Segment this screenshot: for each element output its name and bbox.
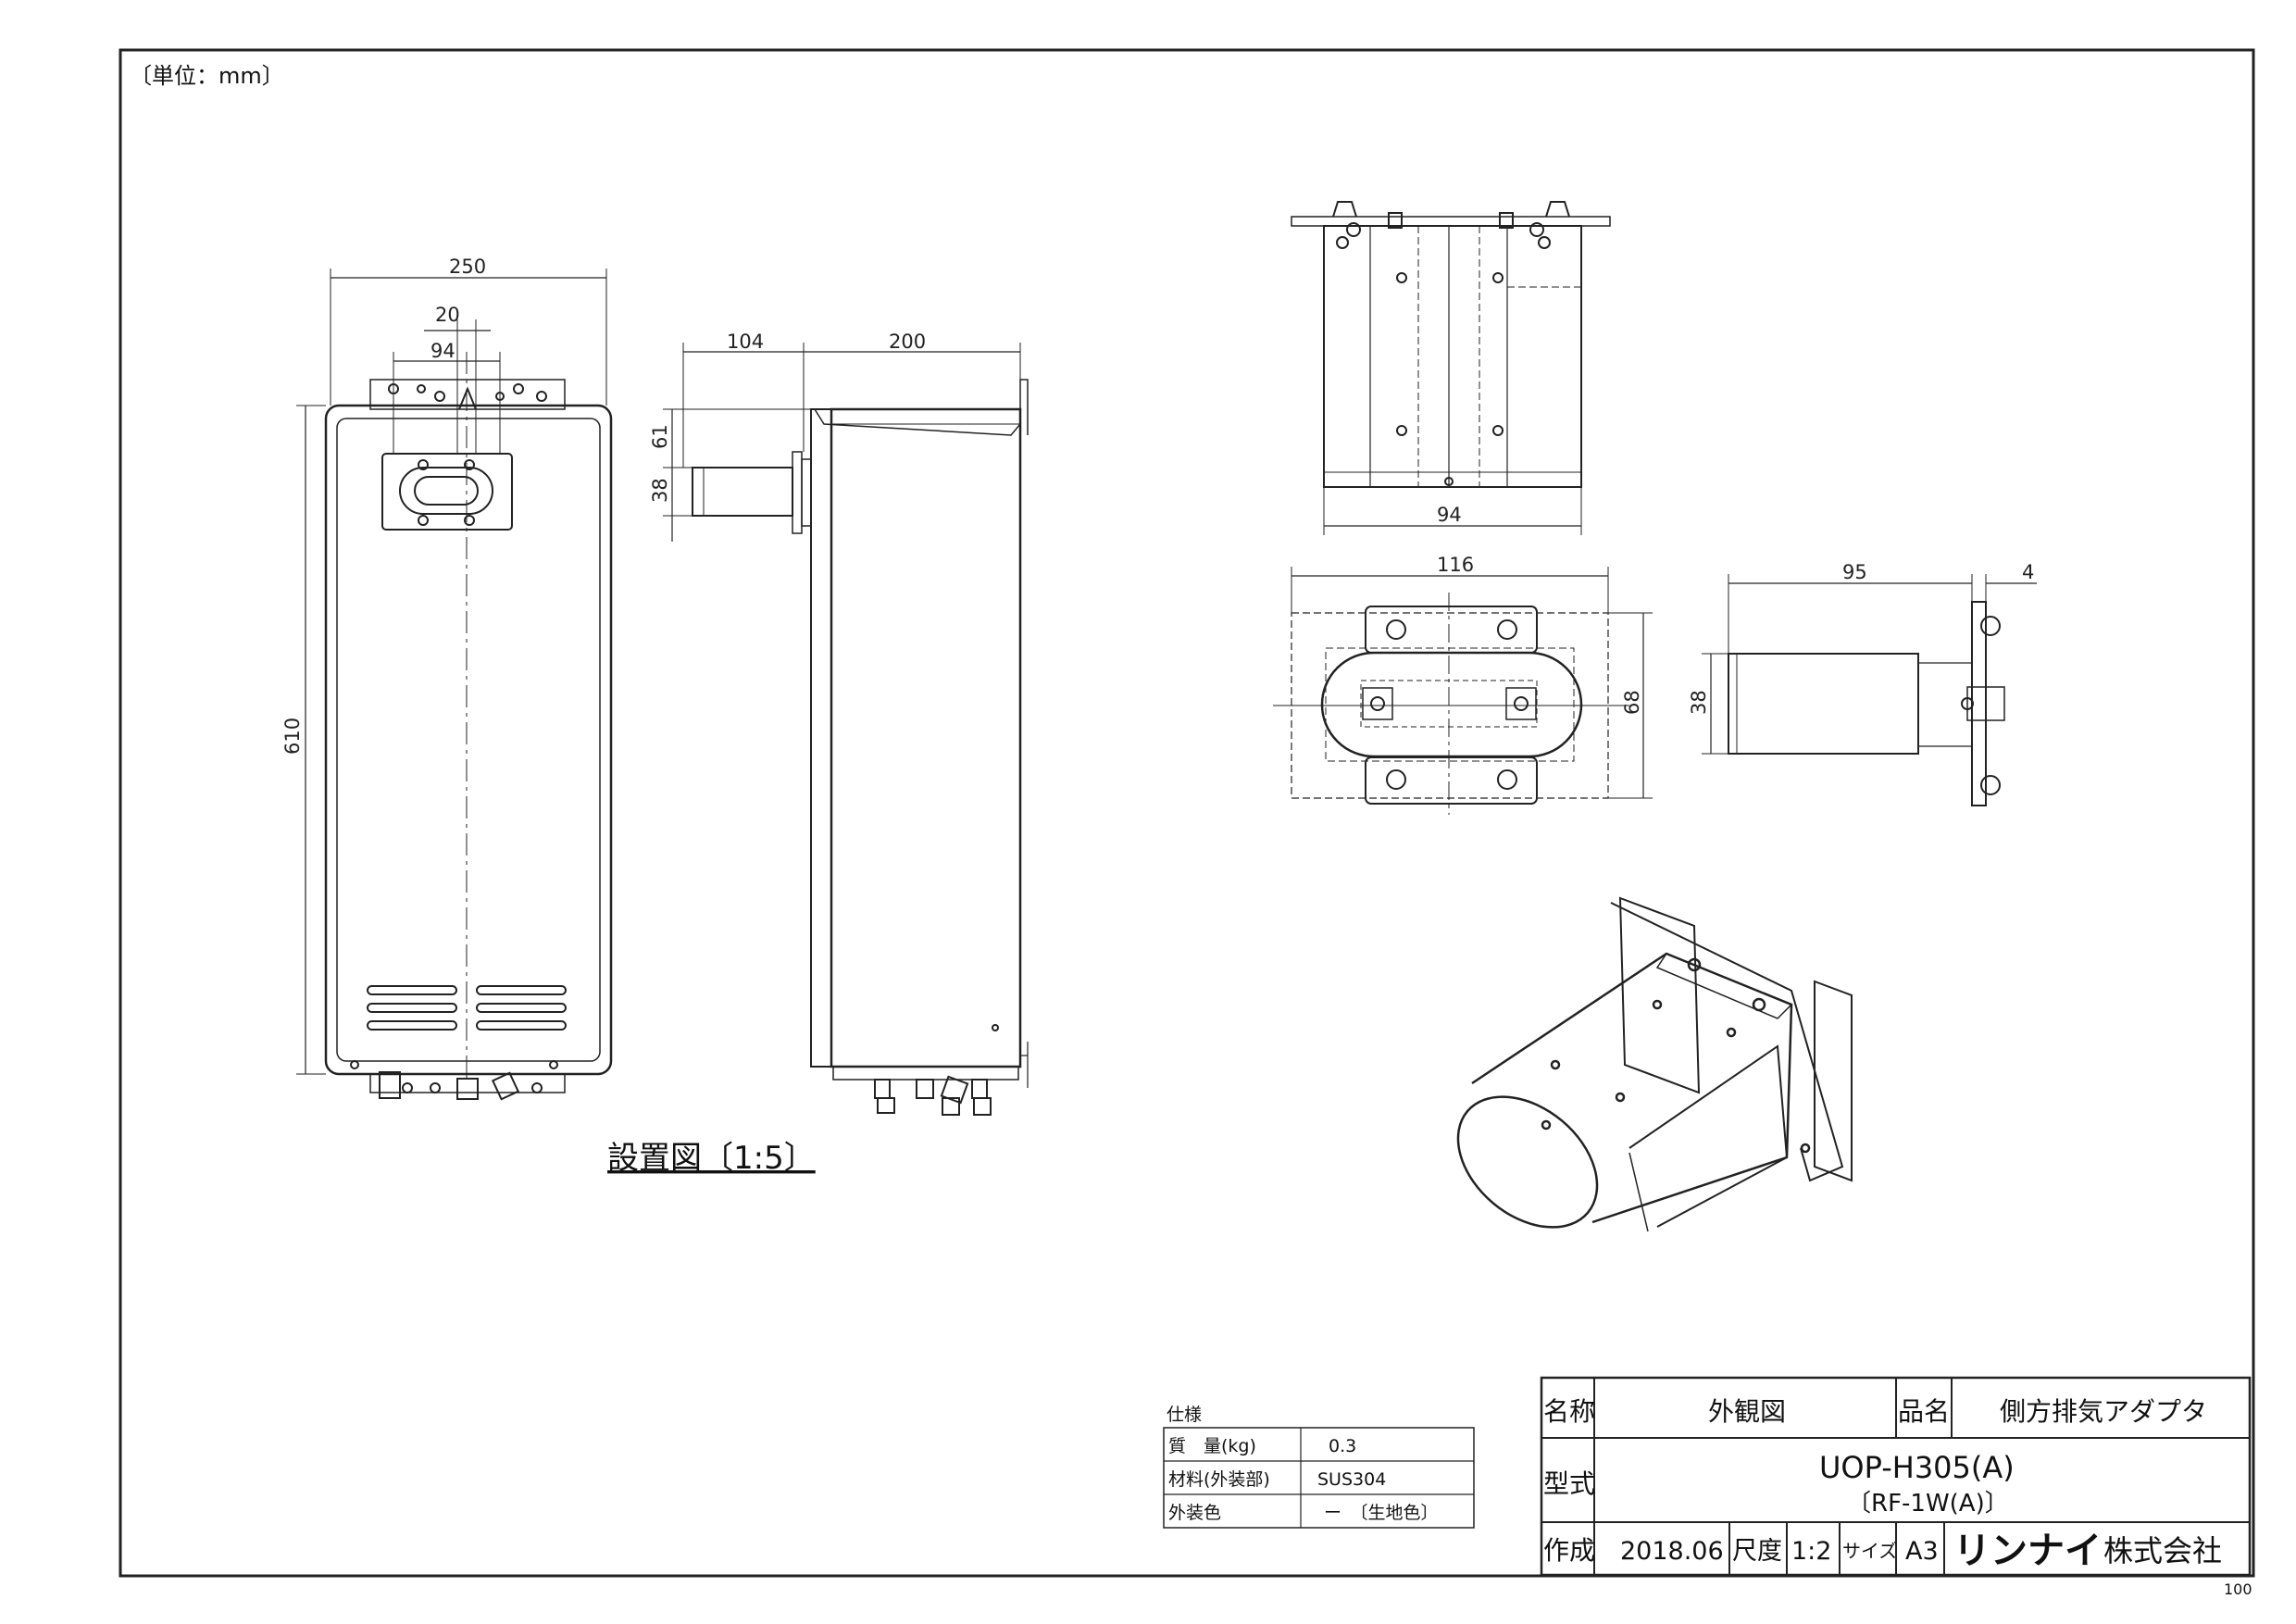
scale-value: 1:2 bbox=[1791, 1537, 1831, 1566]
spec-label-color: 外装色 bbox=[1168, 1503, 1221, 1523]
spec-table: 仕様 質 量(kg) 0.3 材料(外装部) SUS304 外装色 ー 〔生地色… bbox=[1163, 1405, 1475, 1529]
model-sub: 〔RF-1W(A)〕 bbox=[1847, 1490, 2009, 1518]
dim-depth-unit: 200 bbox=[889, 331, 926, 353]
product-value: 側方排気アダプタ bbox=[2000, 1396, 2207, 1427]
made-label: 作成 bbox=[1543, 1535, 1595, 1566]
spec-value-color: ー 〔生地色〕 bbox=[1324, 1503, 1439, 1523]
size-label: サイズ bbox=[1842, 1540, 1897, 1562]
page-number: 100 bbox=[2224, 1580, 2252, 1598]
product-label: 品名 bbox=[1898, 1396, 1950, 1427]
dim-height: 610 bbox=[281, 718, 304, 755]
spec-label-material: 材料(外装部) bbox=[1168, 1469, 1270, 1490]
dim-side-flange: 4 bbox=[2022, 561, 2034, 583]
adapter-front-view: 116 68 bbox=[1273, 554, 1653, 815]
dim-center: 94 bbox=[430, 340, 455, 362]
company-suffix: 株式会社 bbox=[2103, 1533, 2222, 1568]
spec-title: 仕様 bbox=[1167, 1405, 1202, 1425]
dim-pitch: 20 bbox=[435, 304, 460, 326]
installation-side-view: 104 200 61 38 bbox=[649, 331, 1029, 1116]
spec-value-material: SUS304 bbox=[1317, 1469, 1386, 1490]
sheet-border bbox=[119, 48, 2255, 1578]
top-view: 94 bbox=[1291, 201, 1611, 535]
dim-side-height: 38 bbox=[1688, 690, 1710, 715]
dim-offset: 61 bbox=[649, 424, 671, 449]
adapter-side-view: 95 4 38 bbox=[1688, 561, 2037, 806]
installation-caption: 設置図〔1:5〕 bbox=[607, 1140, 816, 1177]
dim-pipe: 38 bbox=[649, 478, 671, 503]
size-value: A3 bbox=[1905, 1537, 1939, 1566]
spec-value-mass: 0.3 bbox=[1329, 1436, 1356, 1456]
dim-side-length: 95 bbox=[1842, 561, 1867, 583]
isometric-view bbox=[1456, 896, 1853, 1232]
dim-top-width: 94 bbox=[1437, 504, 1462, 526]
installation-front-view: 250 20 94 610 bbox=[281, 256, 613, 1101]
made-value: 2018.06 bbox=[1620, 1537, 1724, 1566]
model-value: UOP-H305(A) bbox=[1819, 1450, 2015, 1485]
spec-label-mass: 質 量(kg) bbox=[1168, 1436, 1256, 1456]
name-label: 名称 bbox=[1543, 1396, 1595, 1427]
dim-front-width: 116 bbox=[1437, 554, 1474, 576]
dim-front-height: 68 bbox=[1621, 690, 1643, 715]
scale-label: 尺度 bbox=[1732, 1537, 1782, 1566]
unit-note: 〔単位：mm〕 bbox=[130, 63, 284, 89]
model-label: 型式 bbox=[1543, 1468, 1595, 1499]
dim-depth-adapter: 104 bbox=[727, 331, 764, 353]
name-value: 外観図 bbox=[1708, 1396, 1786, 1427]
title-block: 名称 外観図 品名 側方排気アダプタ 型式 UOP-H305(A) 〔RF-1W… bbox=[1540, 1376, 2252, 1577]
brand-name: リンナイ bbox=[1953, 1530, 2102, 1572]
dim-width: 250 bbox=[449, 256, 486, 278]
